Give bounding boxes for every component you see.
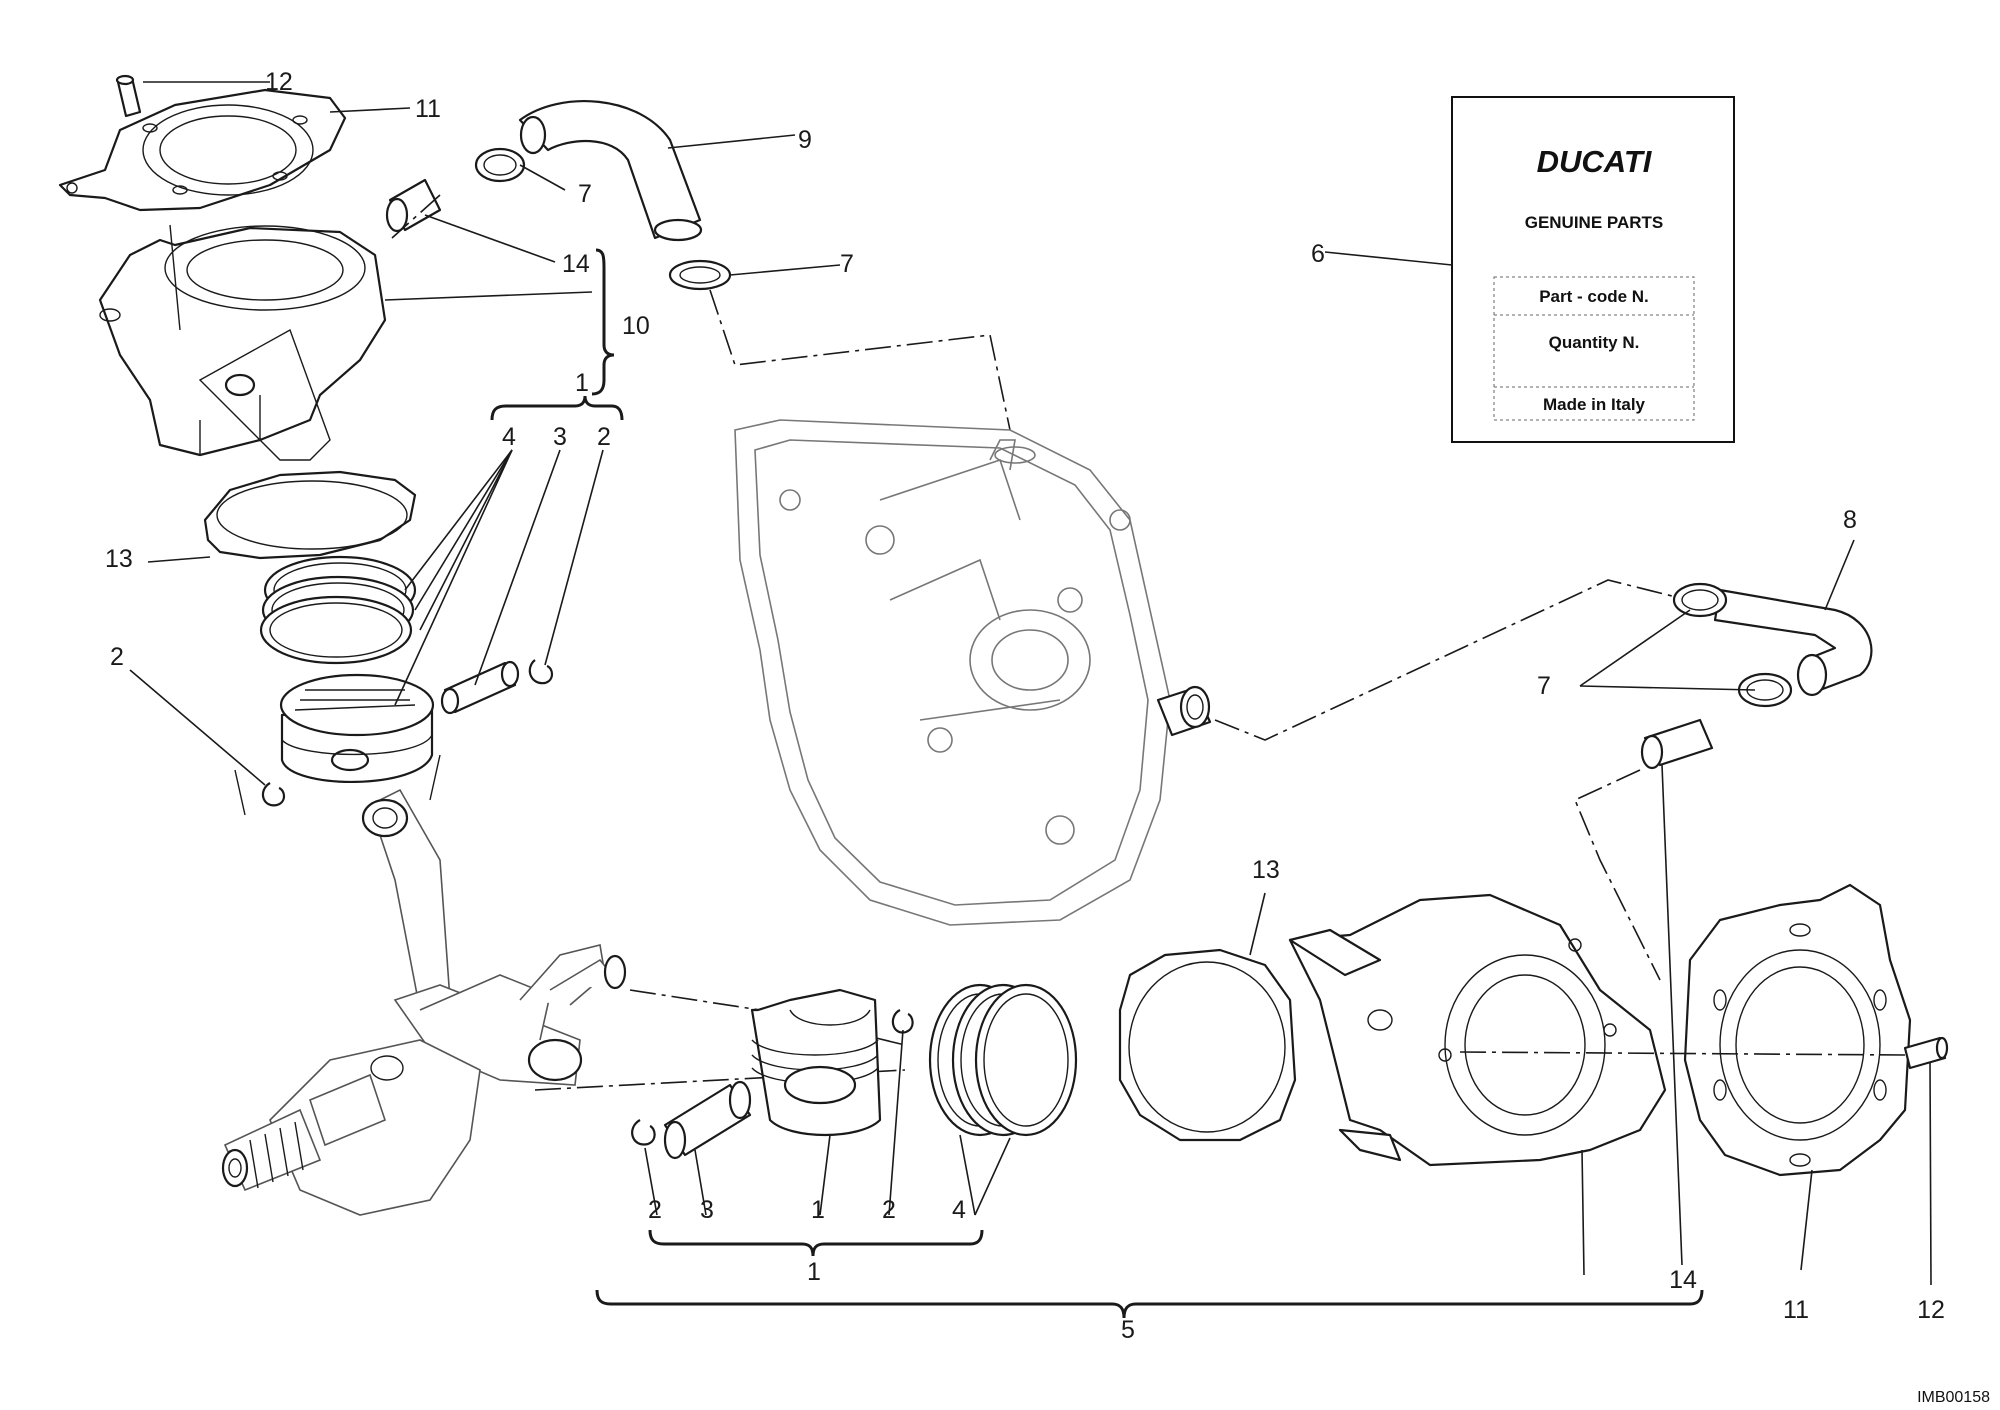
genuine-parts-label: DUCATI GENUINE PARTS Part - code N. Quan… <box>1451 96 1735 443</box>
piston-rings-upper <box>259 555 417 665</box>
callout-2-bottom-right: 2 <box>882 1196 896 1224</box>
callout-labels: 12 11 9 7 7 14 10 1 6 4 3 2 13 2 8 7 13 … <box>105 68 1945 1344</box>
water-fitting-right <box>1640 718 1714 770</box>
coolant-hose-right <box>1713 588 1873 697</box>
piston-lower <box>750 988 882 1137</box>
crankcase-cover <box>734 419 1171 926</box>
image-code: IMB00158 <box>1917 1389 1990 1406</box>
coolant-hose-upper <box>518 100 703 242</box>
callout-2-top: 2 <box>597 423 611 451</box>
callout-9: 9 <box>798 126 812 154</box>
callout-13-top: 13 <box>105 545 133 573</box>
label-field-quantity: Quantity N. <box>1549 333 1640 352</box>
piston-pin-lower <box>663 1080 752 1160</box>
head-gasket-upper <box>58 88 347 212</box>
label-field-origin: Made in Italy <box>1543 395 1646 414</box>
leader-lines <box>129 81 1932 1286</box>
callout-8: 8 <box>1843 506 1857 534</box>
circlip-lower-left <box>631 1119 656 1146</box>
label-field-part-code: Part - code N. <box>1539 287 1649 306</box>
callout-13-bottom: 13 <box>1252 856 1280 884</box>
callout-7-top: 7 <box>578 180 592 208</box>
dowel-pin-upper <box>115 74 142 118</box>
callout-2-bottom-left: 2 <box>648 1196 662 1224</box>
callout-7-mid: 7 <box>840 250 854 278</box>
base-gasket-upper <box>203 470 417 560</box>
callout-14-top: 14 <box>562 250 590 278</box>
water-fitting-upper <box>385 178 442 233</box>
hose-clamp-upper-b <box>668 259 732 291</box>
callout-11-bottom: 11 <box>1783 1296 1809 1324</box>
callout-2-left: 2 <box>110 643 124 671</box>
callout-4-bottom: 4 <box>952 1196 966 1224</box>
callout-1-bottom: 1 <box>811 1196 825 1224</box>
brand-logo: DUCATI <box>1537 144 1653 179</box>
dowel-pin-lower <box>1903 1036 1949 1070</box>
callout-3-bottom: 3 <box>700 1196 714 1224</box>
callout-3-top: 3 <box>553 423 567 451</box>
callout-4-top: 4 <box>502 423 516 451</box>
braces <box>490 248 1704 1319</box>
circlip-lower-right <box>891 1009 914 1034</box>
cylinder-upper <box>98 225 387 461</box>
crankshaft-assembly <box>221 788 627 1216</box>
callout-1-top: 1 <box>575 369 589 397</box>
cover-fitting <box>1156 685 1212 737</box>
hose-clamp-upper-a <box>474 147 526 183</box>
callout-12-bottom: 12 <box>1917 1296 1945 1324</box>
callout-14-bottom: 14 <box>1669 1266 1697 1294</box>
head-gasket-lower <box>1683 883 1912 1177</box>
cylinder-lower <box>1288 893 1667 1167</box>
circlip-upper-right <box>528 659 554 685</box>
label-heading: GENUINE PARTS <box>1525 213 1664 232</box>
callout-6: 6 <box>1311 240 1325 268</box>
piston-pin-upper <box>440 660 520 715</box>
callout-7-right: 7 <box>1537 672 1551 700</box>
hose-clamp-right-a <box>1672 582 1728 618</box>
piston-rings-lower <box>928 983 1078 1137</box>
callout-5: 5 <box>1121 1316 1135 1344</box>
callout-1-bottom-group: 1 <box>807 1258 821 1286</box>
callout-11-top: 11 <box>415 95 441 123</box>
circlip-upper-left <box>261 782 286 807</box>
piston-upper <box>279 673 435 783</box>
upper-cylinder-group <box>58 74 732 807</box>
callout-12-top: 12 <box>265 68 293 96</box>
base-gasket-lower <box>1118 948 1297 1142</box>
callout-10: 10 <box>622 312 650 340</box>
